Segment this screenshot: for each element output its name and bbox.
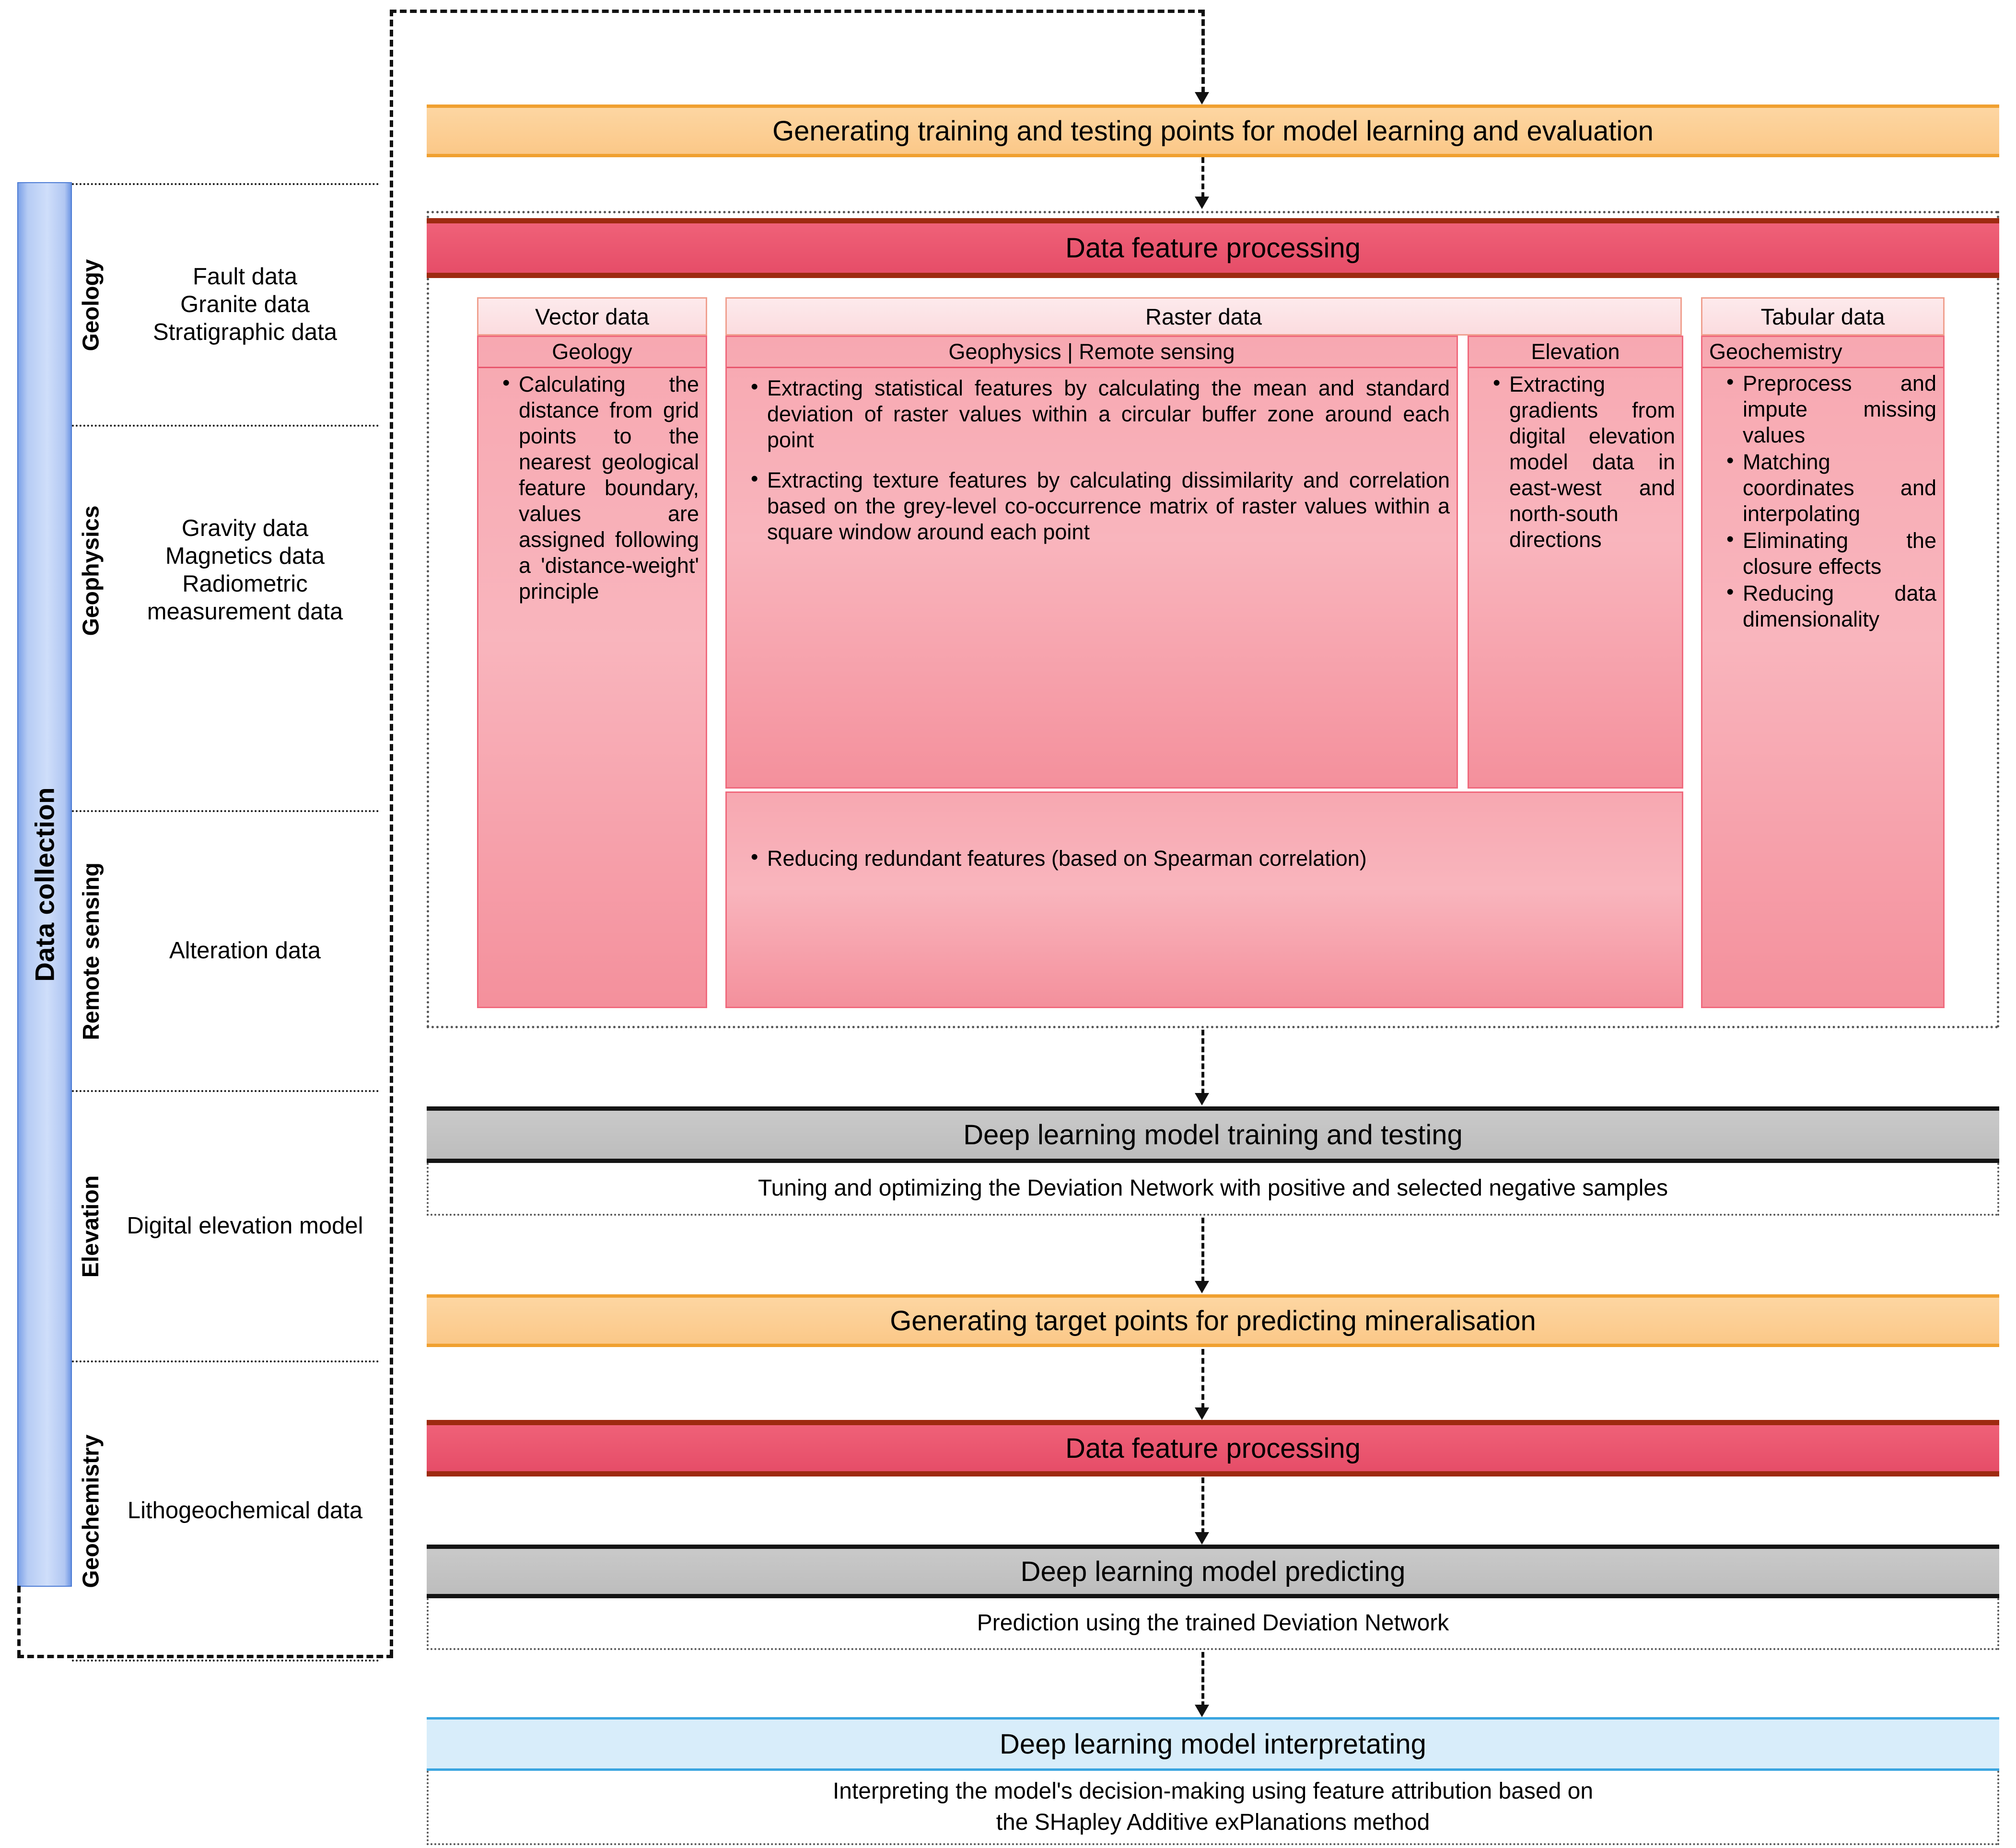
training-testing-subtext: Tuning and optimizing the Deviation Netw… <box>427 1163 1999 1216</box>
collection-divider-0 <box>72 183 379 185</box>
generating-target-points-banner: Generating target points for predicting … <box>427 1294 1999 1347</box>
collection-divider-1 <box>72 425 379 427</box>
tabular-data-sub-header: Geochemistry <box>1702 337 1943 368</box>
connector-5 <box>1201 1477 1204 1534</box>
collection-row-geophysics: Geophysics Gravity data Magnetics data R… <box>72 427 384 714</box>
connector-3 <box>1201 1218 1204 1282</box>
tabular-data-bullet-list: Preprocess and impute missing values Mat… <box>1702 370 1943 632</box>
vector-data-sub-header: Geology <box>478 337 706 368</box>
connector-6 <box>1201 1652 1204 1707</box>
collection-items-geology: Fault data Granite data Stratigraphic da… <box>152 264 338 345</box>
raster-shared-panel: Reducing redundant features (based on Sp… <box>725 791 1683 1008</box>
list-item: Extracting gradients from digital elevat… <box>1493 371 1675 553</box>
collection-row-elevation: Elevation Digital elevation model <box>72 1092 384 1360</box>
connector-4-arrow-icon <box>1195 1407 1209 1420</box>
predicting-header: Deep learning model predicting <box>427 1545 1999 1598</box>
collection-category-remote-sensing: Remote sensing <box>78 862 104 1040</box>
connector-3-arrow-icon <box>1195 1281 1209 1293</box>
list-item: Extracting statistical features by calcu… <box>751 374 1450 453</box>
collection-items-geophysics: Gravity data Magnetics data Radiometric … <box>147 515 343 625</box>
collection-divider-3 <box>72 1090 379 1092</box>
list-item: Preprocess and impute missing values <box>1726 370 1936 448</box>
vector-data-type-header: Vector data <box>477 297 707 336</box>
collection-row-geochemistry: Geochemistry Lithogeochemical data <box>72 1362 384 1660</box>
collection-category-geology: Geology <box>78 258 104 351</box>
connector-1 <box>1201 157 1204 198</box>
collection-divider-4 <box>72 1360 379 1362</box>
raster-geophysics-sub-header: Geophysics | Remote sensing <box>727 337 1457 368</box>
tabular-data-type-header: Tabular data <box>1701 297 1945 336</box>
feedback-loop-bottom-edge <box>17 1655 393 1658</box>
data-feature-processing-header-2: Data feature processing <box>427 1420 1999 1476</box>
feedback-loop-descender <box>1201 10 1205 93</box>
collection-items-elevation: Digital elevation model <box>127 1213 363 1239</box>
vector-data-panel: Geology Calculating the distance from gr… <box>477 336 707 1008</box>
collection-items-geochemistry: Lithogeochemical data <box>127 1498 363 1524</box>
predicting-subtext: Prediction using the trained Deviation N… <box>427 1598 1999 1650</box>
feedback-loop-top-edge <box>390 10 1205 13</box>
collection-category-geophysics: Geophysics <box>78 505 104 636</box>
raster-shared-bullet-list: Reducing redundant features (based on Sp… <box>727 845 1682 872</box>
connector-2-arrow-icon <box>1195 1093 1209 1105</box>
raster-geophysics-bullet-list: Extracting statistical features by calcu… <box>727 374 1457 545</box>
collection-category-geochemistry: Geochemistry <box>78 1434 104 1588</box>
collection-divider-5 <box>72 1660 379 1662</box>
collection-divider-2 <box>72 810 379 812</box>
data-collection-label: Data collection <box>29 787 60 982</box>
raster-geophysics-panel: Geophysics | Remote sensing Extracting s… <box>725 336 1458 789</box>
list-item: Reducing redundant features (based on Sp… <box>751 845 1675 872</box>
collection-category-elevation: Elevation <box>78 1175 104 1278</box>
data-feature-processing-container <box>427 211 1999 1028</box>
data-collection-rail: Data collection <box>17 182 72 1587</box>
list-item: Extracting texture features by calculati… <box>751 466 1450 545</box>
generating-training-points-banner: Generating training and testing points f… <box>427 105 1999 157</box>
list-item: Calculating the distance from grid point… <box>502 371 699 604</box>
raster-data-type-header: Raster data <box>725 297 1682 336</box>
data-feature-processing-header-1: Data feature processing <box>427 218 1999 278</box>
raster-elevation-sub-header: Elevation <box>1469 337 1682 368</box>
vector-data-bullet-list: Calculating the distance from grid point… <box>478 371 706 604</box>
list-item: Reducing data dimensionality <box>1726 580 1936 632</box>
collection-row-remote-sensing: Remote sensing Alteration data <box>72 812 384 1090</box>
connector-1-arrow-icon <box>1195 197 1209 209</box>
collection-items-remote-sensing: Alteration data <box>169 938 321 964</box>
list-item: Matching coordinates and interpolating <box>1726 448 1936 527</box>
feedback-loop-left-edge <box>390 10 393 1656</box>
connector-5-arrow-icon <box>1195 1532 1209 1545</box>
training-testing-header: Deep learning model training and testing <box>427 1106 1999 1163</box>
raster-elevation-panel: Elevation Extracting gradients from digi… <box>1468 336 1683 789</box>
raster-elevation-bullet-list: Extracting gradients from digital elevat… <box>1469 371 1682 553</box>
feedback-loop-riser <box>17 1586 21 1657</box>
collection-row-geology: Geology Fault data Granite data Stratigr… <box>72 185 384 425</box>
feedback-loop-arrow-icon <box>1195 92 1209 105</box>
connector-2 <box>1201 1030 1204 1094</box>
connector-4 <box>1201 1349 1204 1409</box>
interpreting-subtext: Interpreting the model's decision-making… <box>427 1771 1999 1845</box>
connector-6-arrow-icon <box>1195 1705 1209 1717</box>
interpreting-header: Deep learning model interpretating <box>427 1717 1999 1771</box>
tabular-data-panel: Geochemistry Preprocess and impute missi… <box>1701 336 1945 1008</box>
list-item: Eliminating the closure effects <box>1726 527 1936 580</box>
